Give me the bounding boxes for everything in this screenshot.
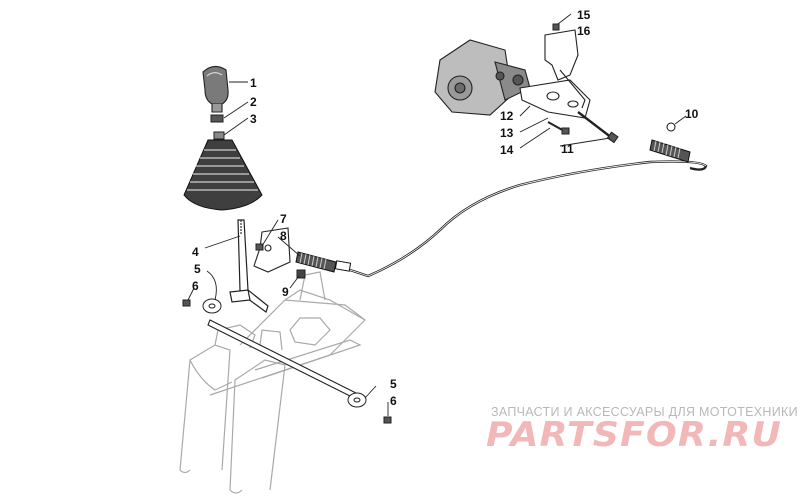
callout-16: 16: [577, 24, 591, 38]
cable-bracket: [544, 29, 586, 109]
frame-assembly: [179, 271, 366, 494]
callout-15: 15: [577, 8, 591, 22]
callout-2: 2: [250, 95, 257, 109]
callout-11: 11: [561, 142, 574, 156]
shift-knob: [202, 65, 229, 113]
callout-8: 8: [280, 229, 287, 243]
watermark: ЗАПЧАСТИ И АКСЕССУАРЫ ДЛЯ МОТОТЕХНИКИ PA…: [486, 405, 798, 455]
callout-3: 3: [250, 112, 257, 126]
callout-6-lower: 6: [390, 394, 397, 408]
transmission-housing: [434, 39, 531, 116]
cable-end-lower: [295, 251, 352, 273]
washer-left: [202, 298, 222, 314]
watermark-logo: PARTSFOR.RU: [486, 415, 782, 455]
shift-boot: [183, 139, 263, 211]
callout-4: 4: [192, 245, 199, 259]
callout-5-lower: 5: [390, 377, 397, 391]
shift-lever: [229, 219, 269, 313]
callout-9: 9: [282, 285, 289, 299]
washer-right: [347, 392, 367, 408]
callout-numbers: 1 2 3 4 5 6 7 8 9 10 11 12 13 14 15 16 5…: [192, 8, 699, 408]
callout-7: 7: [280, 212, 287, 226]
callout-13: 13: [500, 126, 514, 140]
bracket-screw: [552, 23, 560, 31]
callout-14: 14: [500, 143, 514, 157]
callout-5: 5: [194, 262, 201, 276]
cable-end-upper: [649, 122, 691, 163]
lock-nut: [296, 269, 306, 279]
callout-12: 12: [500, 109, 514, 123]
callout-10: 10: [685, 107, 699, 121]
watermark-subtitle: ЗАПЧАСТИ И АКСЕССУАРЫ ДЛЯ МОТОТЕХНИКИ: [491, 405, 798, 419]
shift-cable: [349, 160, 708, 278]
leader-lines: [187, 13, 687, 416]
jam-nut: [210, 114, 224, 123]
linkage-plate: [519, 79, 591, 119]
callout-1: 1: [250, 76, 257, 90]
bolt-11: [577, 111, 619, 144]
bolt-right: [383, 416, 392, 424]
callout-6: 6: [192, 279, 199, 293]
boot-retainer: [213, 131, 225, 140]
bolt-14: [547, 121, 570, 135]
bolt-left: [182, 299, 191, 307]
bracket-bolt: [255, 243, 264, 251]
